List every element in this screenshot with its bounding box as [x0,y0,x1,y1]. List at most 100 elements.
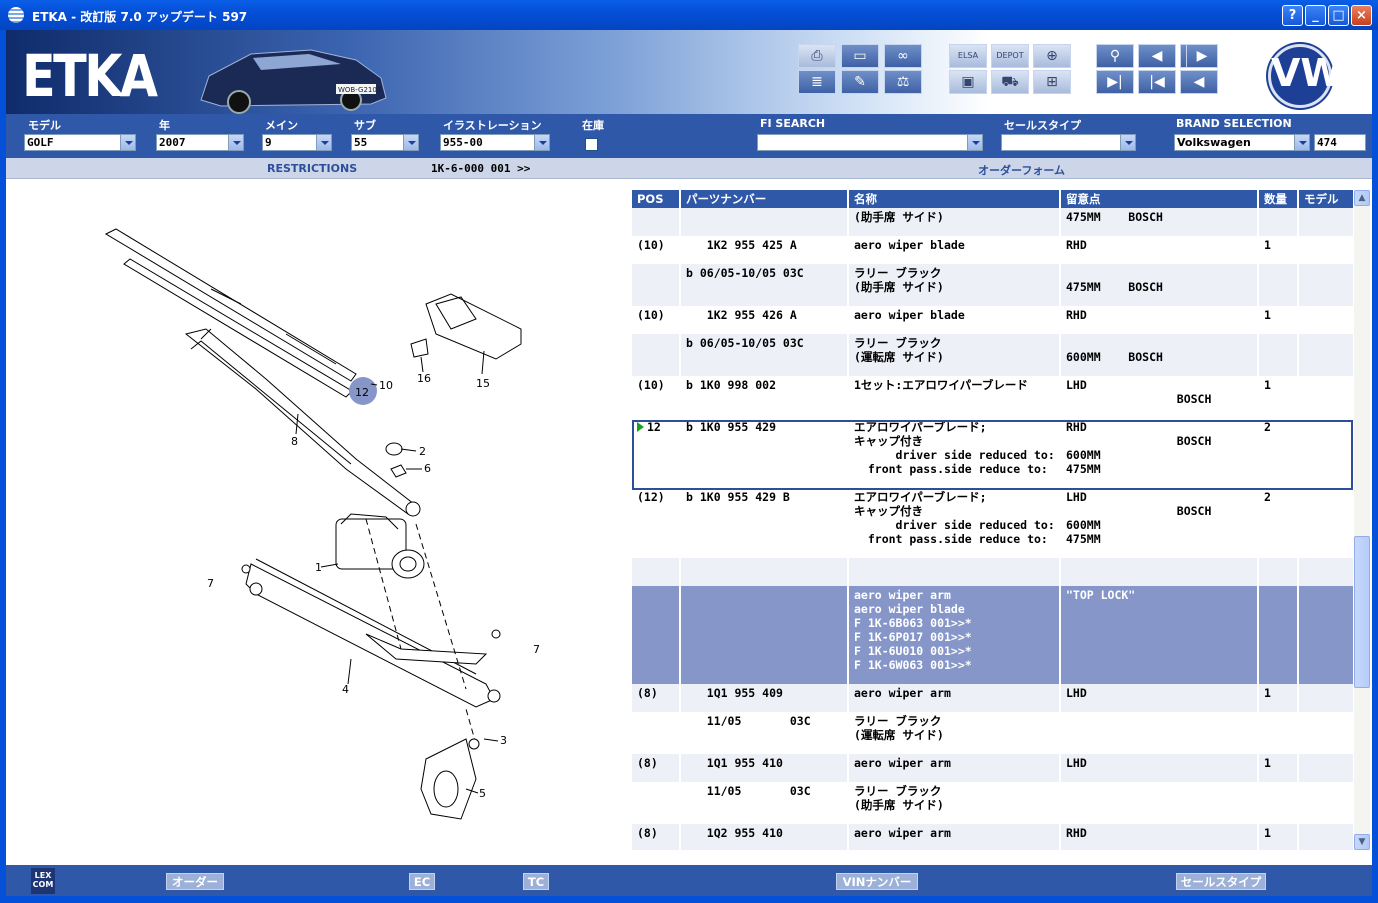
screen-icon[interactable]: ▭ [841,44,879,68]
cell-name: ラリー ブラック (運転席 サイド) [848,712,1061,754]
model-select[interactable]: GOLF [24,134,136,151]
col-model[interactable]: モデル [1298,190,1354,208]
tc-button[interactable]: TC [523,873,549,890]
brand-select[interactable]: Volkswagen [1174,134,1310,151]
last-icon[interactable]: ▶| [1096,70,1134,94]
sub-select[interactable]: 55 [351,134,419,151]
cell-part: 1K2 955 426 A [680,306,849,334]
chevron-down-icon [403,135,418,150]
restriction-strip: RESTRICTIONS 1K-6-000 001 >> オーダーフォーム [6,158,1372,179]
depot-icon[interactable]: DEPOT [991,44,1029,68]
cell-qty: 1 [1258,236,1299,264]
chevron-down-icon [316,135,331,150]
maximize-button[interactable]: □ [1328,5,1349,26]
chevron-down-icon [120,135,135,150]
col-part-number[interactable]: パーツナンバー [680,190,849,208]
main-label: メイン [265,119,298,132]
fi-search-select[interactable] [757,134,983,151]
module-drawing [410,293,522,360]
table-row[interactable]: (助手席 サイド)475MM BOSCH [632,208,1354,236]
cell-part: b 06/05-10/05 03C [680,334,849,376]
cell-model [1298,782,1354,824]
year-select[interactable]: 2007 [156,134,244,151]
order-form-link[interactable]: オーダーフォーム [978,164,1066,177]
scroll-thumb[interactable] [1354,536,1370,688]
cell-pos: (10) [632,236,681,264]
stock-checkbox[interactable] [585,138,598,151]
list-icon[interactable]: ≣ [798,70,836,94]
cart-add-icon[interactable]: ⊕ [1033,44,1071,68]
ec-button[interactable]: EC [409,873,435,890]
chevron-down-icon [228,135,243,150]
main-select[interactable]: 9 [262,134,332,151]
scroll-up-icon[interactable]: ▲ [1354,190,1370,206]
cell-qty [1258,586,1299,684]
title-bar: ETKA - 改訂版 7.0 アップデート 597 ? _ □ × [0,0,1378,30]
truck-icon[interactable]: ⛟ [991,70,1029,94]
binoculars-icon[interactable]: ∞ [884,44,922,68]
cell-name: エアロワイパーブレード; キャップ付き driver side reduced … [848,418,1061,488]
col-name[interactable]: 名称 [848,190,1061,208]
window-icon[interactable]: ▣ [949,70,987,94]
callout-5: 5 [479,787,486,800]
cell-note [1060,558,1259,586]
restrictions-link[interactable]: RESTRICTIONS [267,162,358,175]
cell-qty: 1 [1258,824,1299,850]
cart-icon[interactable]: ⊞ [1033,70,1071,94]
minimize-button[interactable]: _ [1305,5,1326,26]
col-notes[interactable]: 留意点 [1060,190,1259,208]
sales-type-button[interactable]: セールスタイプ [1176,873,1266,890]
cell-part: b 1K0 955 429 B [680,488,849,558]
next-page-icon[interactable]: ▶ [1186,44,1218,68]
cell-model [1298,376,1354,418]
col-pos[interactable]: POS [632,190,681,208]
help-button[interactable]: ? [1282,5,1303,26]
cell-model [1298,824,1354,850]
table-scrollbar[interactable]: ▲ ▼ [1354,190,1370,850]
pencil-icon[interactable]: ✎ [841,70,879,94]
print-icon[interactable]: ⎙ [798,44,836,68]
wiper-arm-drawing [184,328,421,517]
sales-type-select[interactable] [1001,134,1136,151]
cell-part: b 06/05-10/05 03C [680,264,849,306]
back-icon[interactable]: ◀ [1180,70,1218,94]
pin-icon[interactable]: ⚲ [1096,44,1134,68]
table-row[interactable] [632,558,1354,586]
close-button[interactable]: × [1351,5,1372,26]
cell-name: ラリー ブラック (運転席 サイド) [848,334,1061,376]
scroll-down-icon[interactable]: ▼ [1354,834,1370,850]
col-qty[interactable]: 数量 [1258,190,1299,208]
car-plate: WOB-G2105 [338,86,381,94]
scale-icon[interactable]: ⚖ [884,70,922,94]
first-icon[interactable]: |◀ [1138,70,1176,94]
bracket-drawing [420,708,477,820]
cell-pos [632,782,681,824]
parts-illustration: 1 2 3 4 5 6 7 7 8 10 12 15 16 [104,228,540,820]
parts-table-container: POS パーツナンバー 名称 留意点 数量 モデル (助手席 サイド)475MM… [632,190,1354,850]
elsa-icon[interactable]: ELSA [949,44,987,68]
cell-pos-text: 12 [647,420,661,434]
vw-logo: VW [1268,44,1342,108]
order-button[interactable]: オーダー [166,873,224,890]
illustration-select[interactable]: 955-00 [440,134,550,151]
callout-1: 1 [315,561,322,574]
cell-qty: 1 [1258,306,1299,334]
vin-button[interactable]: VINナンバー [836,873,918,890]
table-row[interactable]: aero wiper arm aero wiper blade F 1K-6B0… [632,586,1354,684]
prev-page-icon[interactable]: ◀ [1138,44,1176,68]
cell-name: エアロワイパーブレード; キャップ付き driver side reduced … [848,488,1061,558]
cell-name: aero wiper arm [848,824,1061,850]
cell-name: ラリー ブラック (助手席 サイド) [848,782,1061,824]
